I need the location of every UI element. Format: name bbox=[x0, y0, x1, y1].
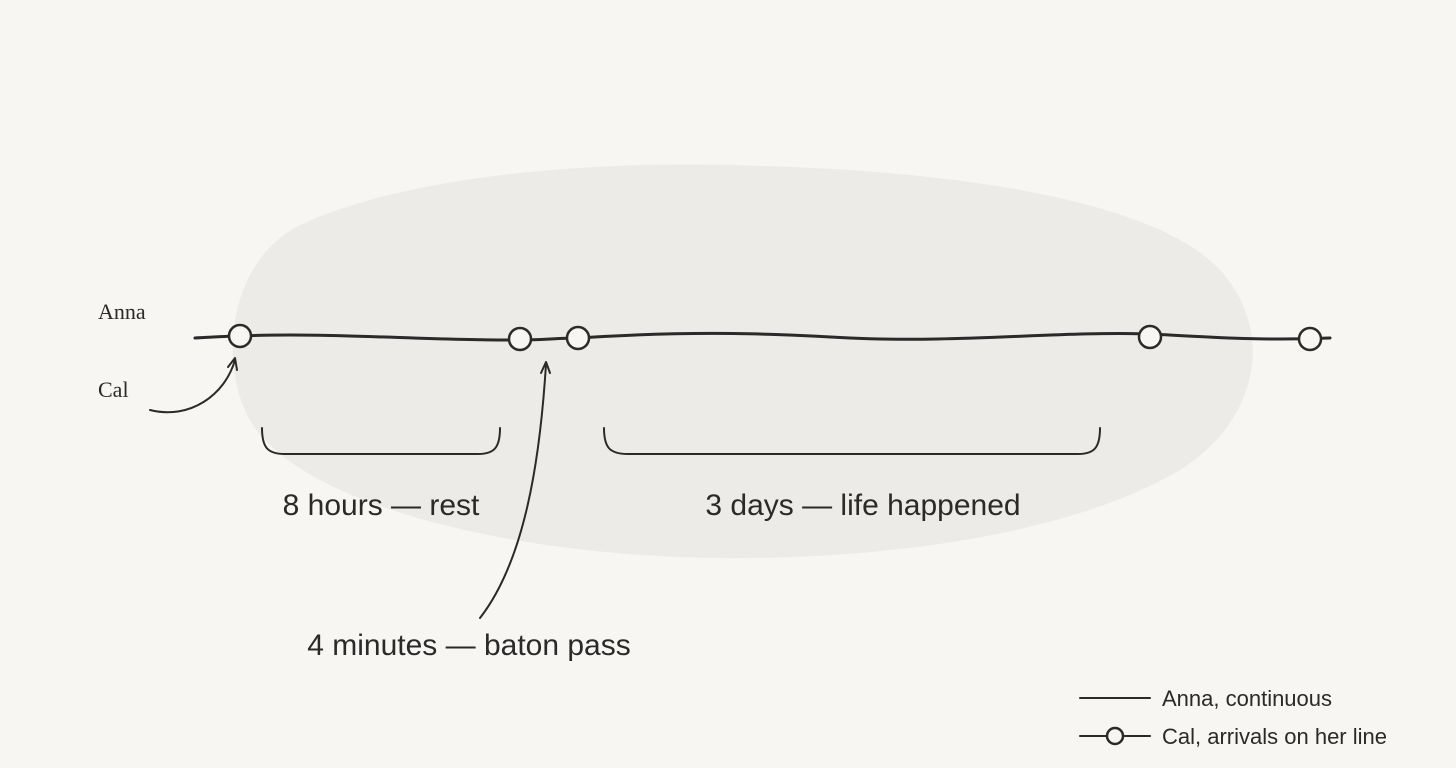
cal-label: Cal bbox=[98, 377, 129, 402]
baton-pass-arrow bbox=[479, 363, 547, 619]
cal-arrowhead bbox=[227, 357, 238, 371]
rest-span-label: 8 hours — rest bbox=[283, 489, 480, 522]
cal-arrow bbox=[149, 359, 236, 414]
baton-pass-label: 4 minutes — baton pass bbox=[307, 629, 631, 662]
cal-arrival-node-4 bbox=[1137, 324, 1163, 350]
background-blob bbox=[232, 164, 1253, 559]
life-bracket bbox=[603, 427, 1101, 455]
legend-anna-label: Anna, continuous bbox=[1162, 686, 1332, 711]
cal-arrival-node-2 bbox=[507, 326, 533, 352]
anna-label: Anna bbox=[98, 299, 146, 324]
cal-arrival-node-3 bbox=[565, 325, 591, 351]
baton-pass-arrowhead bbox=[540, 361, 551, 374]
legend-cal-label: Cal, arrivals on her line bbox=[1162, 724, 1387, 749]
life-span-label: 3 days — life happened bbox=[705, 489, 1020, 522]
rest-bracket bbox=[261, 427, 501, 455]
cal-arrival-node-5 bbox=[1297, 326, 1323, 352]
cal-arrival-node-1 bbox=[227, 323, 253, 349]
legend-cal-node bbox=[1105, 726, 1125, 746]
legend: Anna, continuous Cal, arrivals on her li… bbox=[1079, 686, 1387, 749]
